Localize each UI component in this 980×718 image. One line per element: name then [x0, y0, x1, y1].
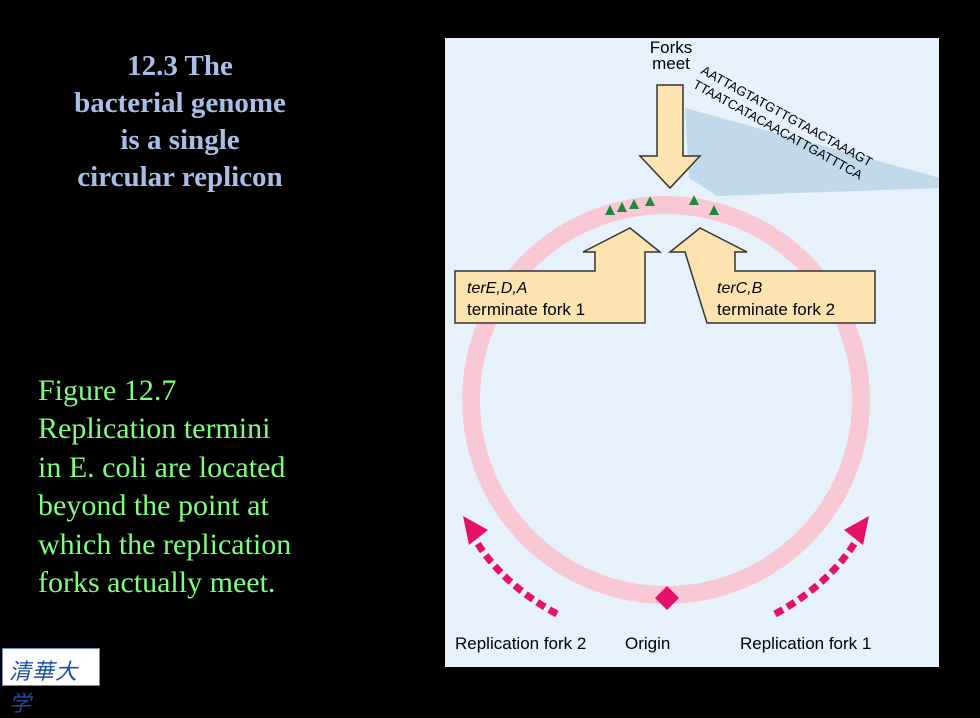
origin-marker — [655, 586, 679, 610]
origin-label: Origin — [625, 634, 670, 653]
replication-fork-2-arrowhead — [463, 516, 488, 545]
replication-fork-2-arrow — [469, 534, 559, 618]
terminate-fork-2-label: terminate fork 2 — [717, 300, 835, 319]
terminate-fork-1-arrow — [454, 227, 663, 324]
caption-line: Figure 12.7 — [38, 374, 177, 407]
ter-site-icon — [689, 195, 699, 205]
title-line: bacterial genome — [74, 87, 286, 120]
terminate-fork-1-label: terminate fork 1 — [467, 300, 585, 319]
ter-site-icon — [709, 205, 719, 215]
forks-meet-arrow — [638, 84, 702, 190]
title-line: 12.3 The — [127, 50, 233, 82]
university-logo: 清華大学 — [2, 648, 100, 717]
caption-line: forks actually meet. — [38, 565, 276, 599]
diagram-svg: Forks meet AATTAGTATGTTGTAACTAAAGT TTAAT… — [454, 38, 940, 653]
caption-line: in E. coli are located — [38, 450, 286, 484]
chromosome-circle — [462, 196, 870, 604]
title-line: is a single — [120, 124, 240, 157]
terminate-fork-2-genes: terC,B — [717, 280, 763, 297]
figure-caption: Figure 12.7 Replication termini in E. co… — [38, 372, 348, 602]
replication-fork-1-arrow — [773, 534, 863, 618]
ter-sites-left — [605, 196, 655, 215]
forks-meet-label: meet — [652, 54, 690, 73]
replication-diagram: Forks meet AATTAGTATGTTGTAACTAAAGT TTAAT… — [445, 38, 940, 667]
caption-line: which the replication — [38, 527, 292, 561]
replication-fork-2-label: Replication fork 2 — [455, 634, 586, 653]
ter-sites-right — [689, 195, 719, 215]
ter-site-icon — [645, 196, 655, 206]
ter-site-icon — [617, 202, 627, 212]
forks-meet-label: Forks — [650, 38, 693, 57]
logo-text: 清華大学 — [9, 660, 79, 717]
ter-site-icon — [605, 205, 615, 215]
replication-fork-1-label: Replication fork 1 — [740, 634, 871, 653]
replication-fork-1-arrowhead — [844, 516, 869, 545]
terminate-fork-1-genes: terE,D,A — [467, 280, 527, 297]
caption-line: Replication termini — [38, 412, 271, 446]
slide-title: 12.3 The bacterial genome is a single ci… — [30, 48, 330, 196]
terminate-fork-2-arrow — [667, 227, 876, 324]
title-line: circular replicon — [77, 161, 283, 194]
zoom-wedge — [685, 108, 940, 196]
caption-line: beyond the point at — [38, 489, 269, 523]
ter-site-icon — [629, 199, 639, 209]
